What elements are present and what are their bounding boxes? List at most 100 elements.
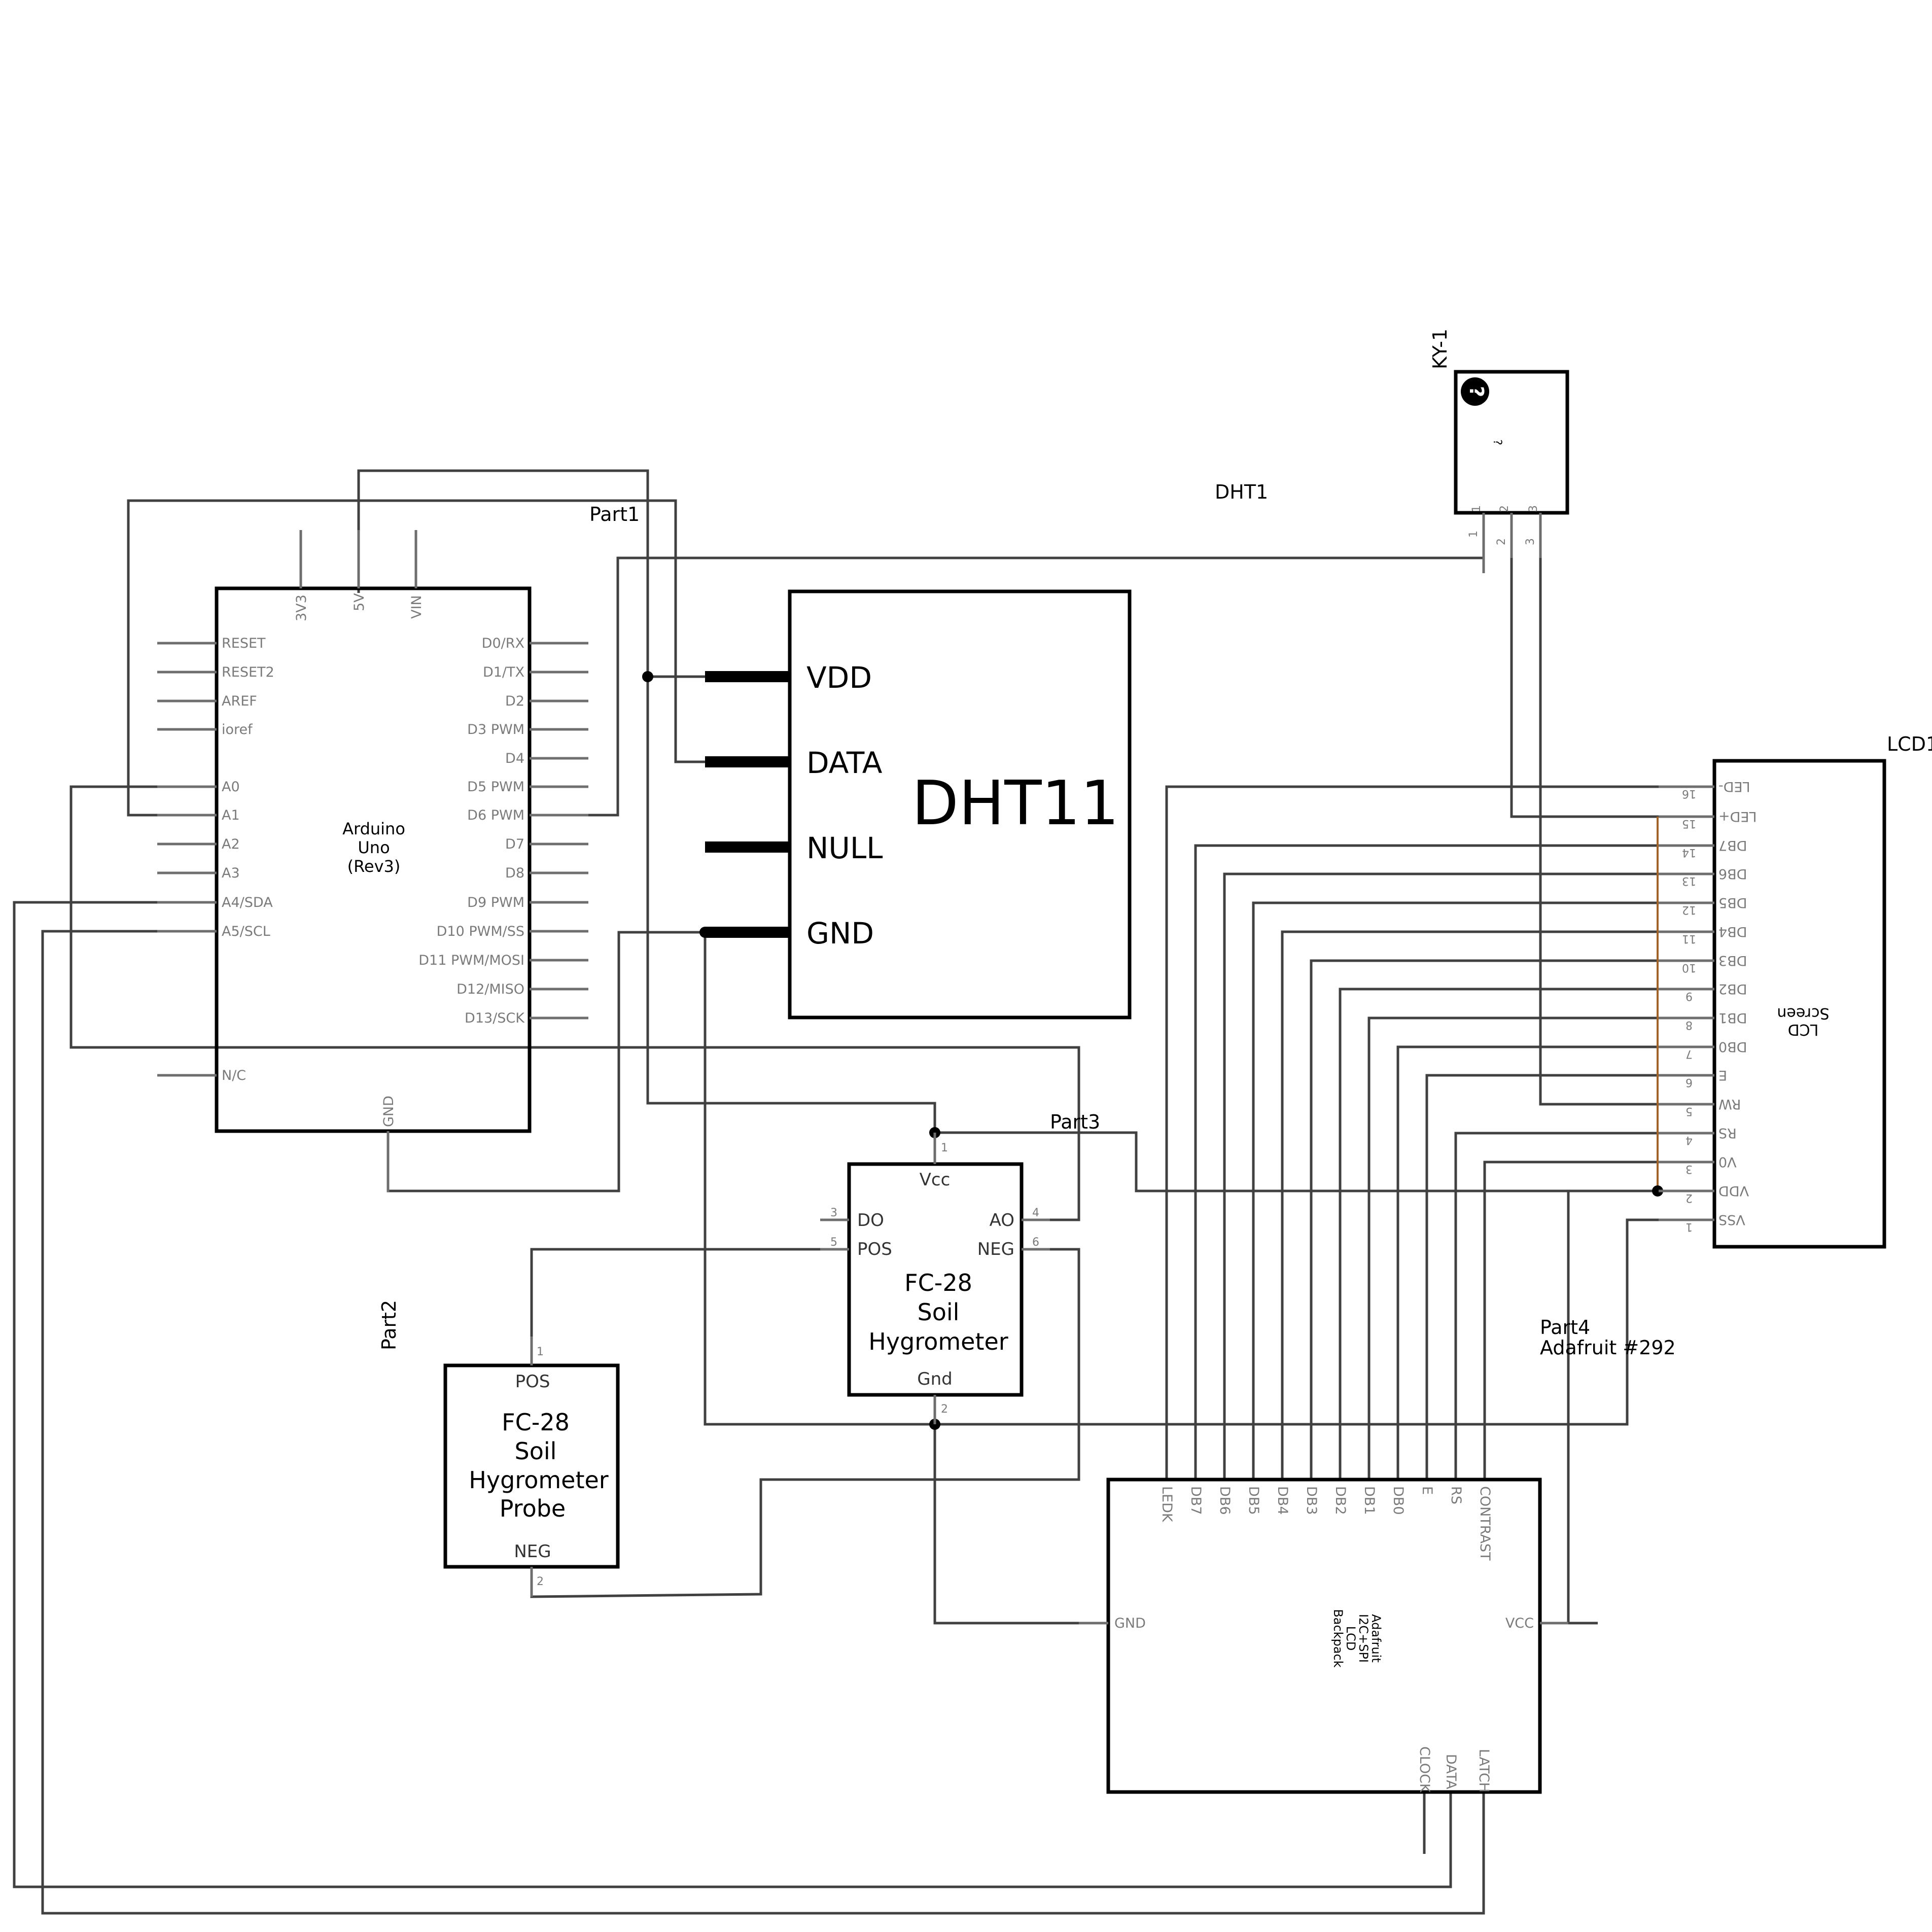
wire-dhtgnd-hygrognd[interactable]	[704, 932, 935, 1426]
lcd-label-v0: V0	[1718, 1154, 1737, 1170]
ky-num-2b: 2	[1495, 538, 1508, 545]
hygro-label-ao: AO	[990, 1210, 1014, 1231]
arduino-label-d12: D12/MISO	[456, 981, 524, 997]
wire-sda-data[interactable]	[13, 901, 1452, 1888]
lcd-num-2: 2	[1685, 1191, 1693, 1204]
lcd-screen[interactable]: LCD1 Screen LCD LED- LED+ DB7 DB6	[1659, 733, 1932, 1249]
backpack-label-db3: DB3	[1304, 1486, 1319, 1515]
wires	[13, 469, 1714, 1915]
arduino-label-a1: A1	[222, 807, 240, 823]
wire-gnd-dht[interactable]	[387, 931, 705, 1192]
arduino-body[interactable]	[215, 586, 532, 1133]
backpack-label-latch: LATCH	[1476, 1749, 1492, 1793]
backpack-title-1: Adafruit	[1369, 1614, 1383, 1663]
arduino-label-a5: A5/SCL	[222, 924, 270, 939]
arduino-label-a2: A2	[222, 836, 240, 852]
ky-num-1b: 1	[1467, 531, 1480, 538]
arduino-label-ioref: ioref	[222, 722, 253, 737]
lcd-num-16: 16	[1682, 787, 1696, 800]
arduino-label-d3: D3 PWM	[467, 722, 524, 737]
wire-db0[interactable]	[1396, 1045, 1659, 1480]
wire-db1[interactable]	[1367, 1016, 1659, 1480]
arduino-title-1: Arduino	[342, 819, 405, 838]
arduino-label-d7: D7	[505, 836, 524, 852]
wire-pos-probe[interactable]	[530, 1248, 849, 1363]
wire-vcc-lcdvdd[interactable]	[1540, 1189, 1659, 1625]
arduino-title-2: Uno	[358, 838, 390, 857]
hygrometer-probe[interactable]: Part2 FC-28 Soil Hygrometer Probe POS NE…	[378, 1300, 620, 1597]
ky-unknown-icon	[1461, 377, 1489, 406]
wire-5v-vdd[interactable]	[357, 469, 705, 678]
wire-ky3-rw[interactable]	[1539, 513, 1659, 1106]
wire-a0-ao[interactable]	[69, 785, 1080, 1221]
wire-db6[interactable]	[1223, 872, 1659, 1480]
wire-ky2-ledplus[interactable]	[1510, 513, 1659, 818]
lcd-backpack[interactable]: Part4 Adafruit #292 Adafruit I2C+SPI LCD…	[1079, 1316, 1676, 1794]
wire-db7[interactable]	[1194, 844, 1659, 1480]
arduino-label-vin: VIN	[409, 595, 425, 619]
ky-module[interactable]: KY-1 ? ? 1 2 3 1 2 3	[1429, 329, 1569, 573]
backpack-label-db7: DB7	[1188, 1486, 1204, 1515]
probe-title-1: FC-28	[502, 1409, 570, 1436]
backpack-label-clock: CLOCK	[1417, 1746, 1432, 1793]
wire-rs[interactable]	[1454, 1132, 1659, 1480]
arduino-label-d9: D9 PWM	[467, 895, 524, 910]
probe-label-pos: POS	[515, 1372, 550, 1392]
junctions	[642, 671, 1663, 1430]
hygro-label-vcc: Vcc	[920, 1170, 951, 1190]
wire-a1-data[interactable]	[127, 499, 705, 817]
lcd-num-14: 14	[1682, 846, 1696, 859]
dht-label-gnd: GND	[806, 916, 874, 951]
ky-ref: KY-1	[1429, 329, 1451, 369]
lcd-label-rw: RW	[1718, 1096, 1741, 1112]
wire-db5[interactable]	[1252, 901, 1659, 1480]
arduino-label-d11: D11 PWM/MOSI	[418, 953, 524, 968]
hygro-label-gnd: Gnd	[917, 1369, 952, 1389]
lcd-num-6: 6	[1685, 1076, 1693, 1088]
dht11-sensor[interactable]: DHT1 VDD DATA NULL GND DHT11	[705, 481, 1268, 1020]
dht-body[interactable]	[788, 589, 1132, 1020]
lcd-num-5: 5	[1685, 1105, 1693, 1117]
probe-label-neg: NEG	[514, 1541, 551, 1562]
wire-ledk[interactable]	[1165, 785, 1659, 1480]
arduino-label-nc: N/C	[222, 1068, 246, 1083]
arduino-right-pins: D0/RX D1/TX D2 D3 PWM D4 D5 PWM D6 PWM D…	[418, 636, 588, 1026]
arduino-label-d5: D5 PWM	[467, 779, 524, 795]
lcd-label-vdd: VDD	[1718, 1183, 1749, 1199]
wire-db2[interactable]	[1339, 988, 1659, 1480]
wire-e[interactable]	[1425, 1074, 1659, 1480]
arduino-label-5v: 5V	[352, 593, 367, 611]
lcd-num-12: 12	[1682, 903, 1696, 916]
hygro-num-ao: 4	[1032, 1207, 1039, 1219]
wire-db4[interactable]	[1281, 930, 1659, 1480]
lcd-label-db6: DB6	[1718, 866, 1747, 882]
backpack-body[interactable]	[1106, 1478, 1542, 1794]
probe-title-2: Soil	[515, 1437, 557, 1465]
arduino-label-a0: A0	[222, 779, 240, 795]
wire-hygrognd-backpack[interactable]	[933, 1395, 1108, 1625]
lcd-num-4: 4	[1685, 1134, 1693, 1146]
lcd-title-1: Screen	[1777, 1004, 1829, 1022]
lcd-label-rs: RS	[1718, 1125, 1737, 1141]
wire-contrast[interactable]	[1483, 1161, 1659, 1480]
lcd-body[interactable]	[1712, 759, 1886, 1249]
lcd-num-3: 3	[1685, 1163, 1693, 1175]
wire-scl-latch[interactable]	[41, 930, 1485, 1915]
arduino-left-pins: RESET RESET2 AREF ioref A0 A1 A2 A3 A4/S…	[157, 636, 274, 1083]
arduino-uno[interactable]: Part1 Arduino Uno (Rev3) 3V3 5V VIN RESE…	[157, 503, 640, 1192]
arduino-label-3v3: 3V3	[294, 594, 309, 621]
arduino-label-a3: A3	[222, 865, 240, 881]
lcd-label-db7: DB7	[1718, 837, 1747, 853]
hygro-title-3: Hygrometer	[868, 1328, 1008, 1355]
backpack-title-2: I2C+SPI	[1356, 1614, 1371, 1663]
wire-db3[interactable]	[1310, 959, 1659, 1480]
lcd-num-8: 8	[1685, 1018, 1693, 1031]
arduino-label-d13: D13/SCK	[465, 1010, 525, 1026]
lcd-num-10: 10	[1682, 961, 1696, 974]
arduino-label-d4: D4	[505, 751, 524, 766]
soil-hygrometer[interactable]: Part3 FC-28 Soil Hygrometer Vcc DO POS A…	[820, 1111, 1100, 1424]
lcd-pins: LED- LED+ DB7 DB6 DB5 DB4 DB3 DB2 DB1 DB…	[1659, 779, 1757, 1233]
junction-lcd-vdd	[1652, 1185, 1663, 1197]
lcd-label-db2: DB2	[1718, 981, 1747, 997]
hygro-num-gnd: 2	[941, 1403, 948, 1416]
